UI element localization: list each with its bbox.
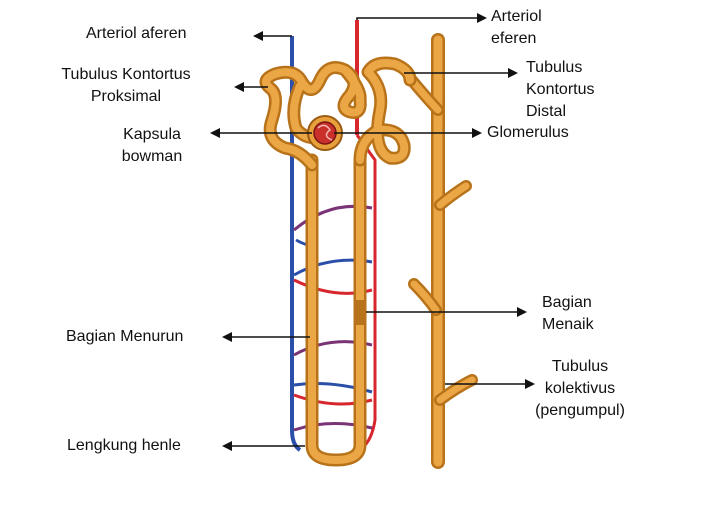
label-arteriol-aferen: Arteriol aferen — [86, 25, 187, 42]
collecting-duct — [404, 33, 478, 469]
arrow-arteriol-eferen — [356, 13, 487, 23]
label-tubulus-kolektivus: Tubulus kolektivus (pengumpul) — [535, 358, 625, 419]
label-lengkung-henle: Lengkung henle — [67, 437, 181, 454]
label-bagian-menurun: Bagian Menurun — [66, 328, 184, 345]
label-tubulus-proksimal: Tubulus Kontortus Proksimal — [61, 66, 191, 105]
label-glomerulus: Glomerulus — [487, 124, 569, 141]
leader-lines — [210, 13, 535, 451]
label-kapsula-bowman: Kapsula bowman — [121, 126, 183, 165]
bowman-capsule — [307, 115, 343, 151]
proximal-tubule — [259, 61, 367, 172]
label-tubulus-distal: Tubulus Kontortus Distal — [526, 59, 595, 120]
label-bagian-menaik: Bagian Menaik — [542, 294, 594, 333]
loop-of-henle — [305, 153, 367, 467]
distal-tubule — [353, 56, 417, 167]
label-arteriol-eferen: Arteriol eferen — [491, 8, 542, 47]
